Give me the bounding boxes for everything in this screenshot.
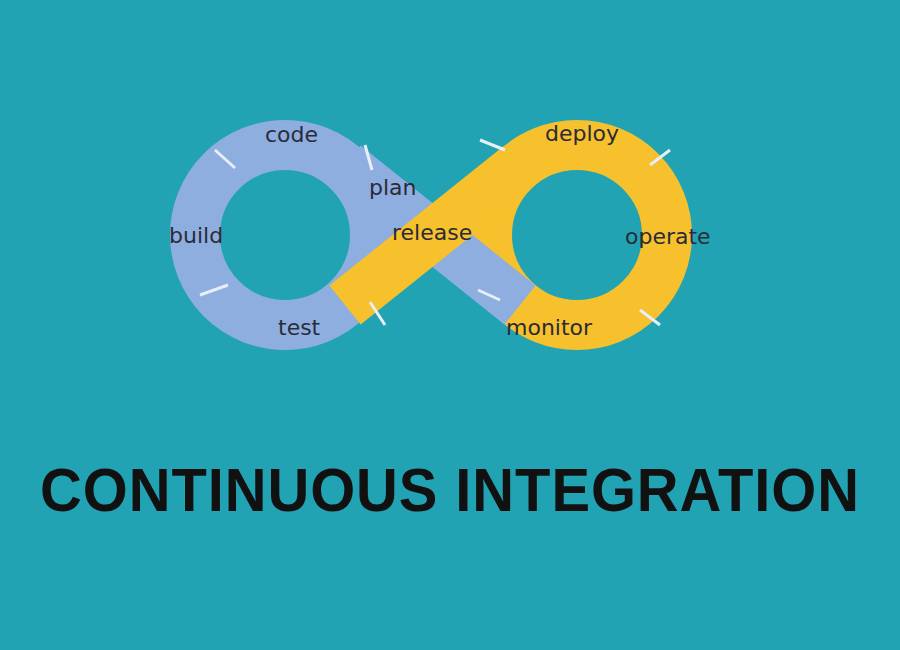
stage-label: test xyxy=(278,317,320,339)
stage-label: operate xyxy=(625,226,711,248)
heading: CONTINUOUS INTEGRATION xyxy=(40,459,860,521)
stage-label: code xyxy=(265,124,318,146)
stage-label: monitor xyxy=(506,317,592,339)
blue-crossing-band xyxy=(345,165,520,305)
stage-label: build xyxy=(169,225,223,247)
stage-label: deploy xyxy=(545,123,619,145)
yellow-crossing-band xyxy=(345,165,520,305)
segment-gaps xyxy=(200,140,670,325)
stage-label: plan xyxy=(369,177,417,199)
stage-label: release xyxy=(392,222,472,244)
